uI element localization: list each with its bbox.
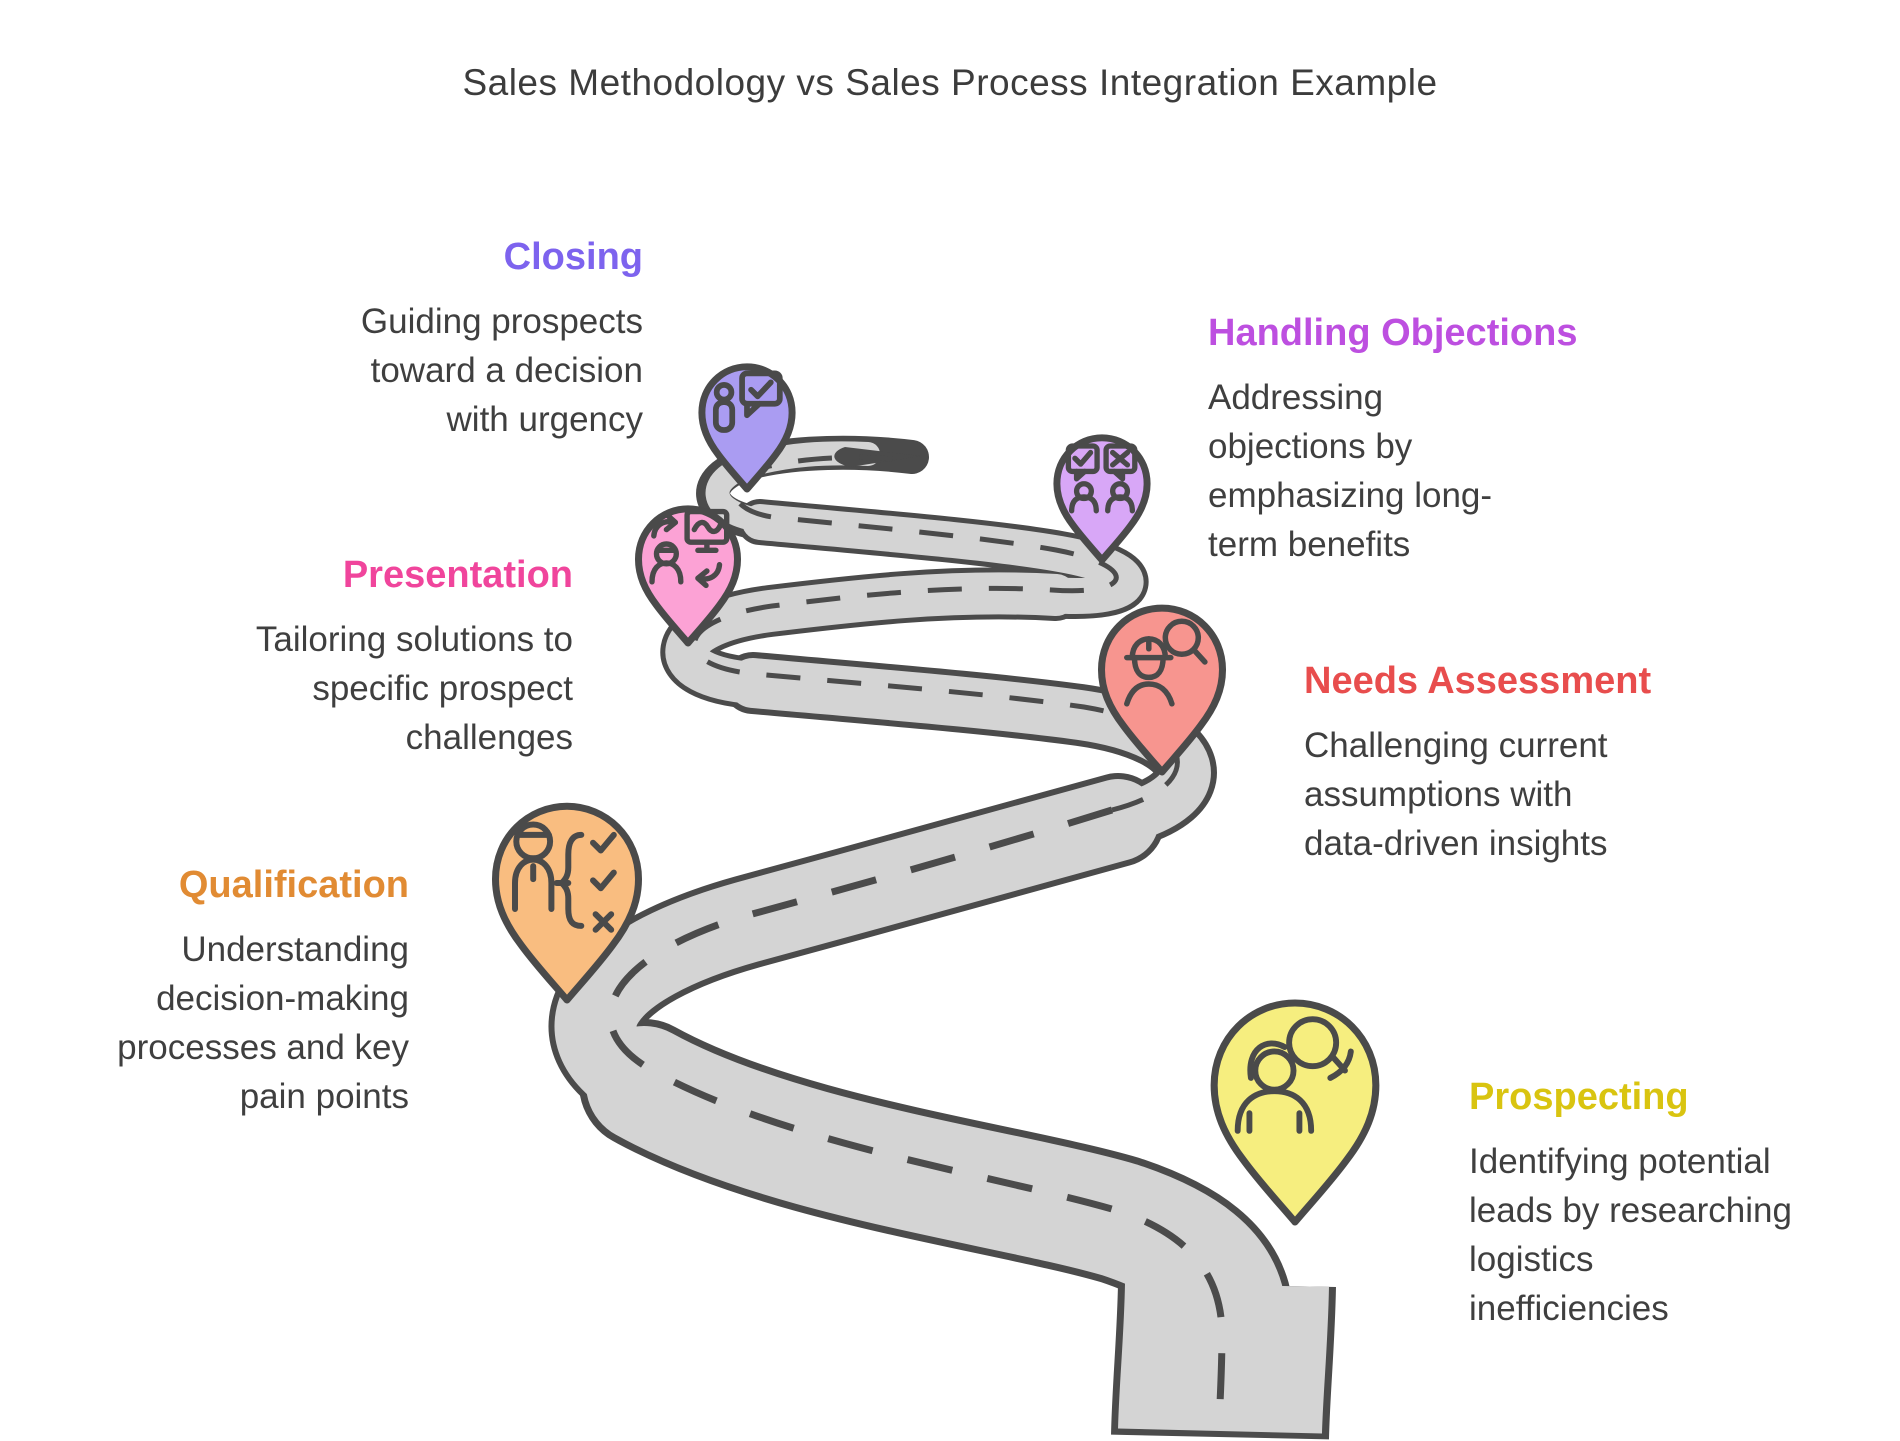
two-people-magnifier-icon (1234, 1016, 1354, 1134)
stage-qualification-heading: Qualification (178, 864, 409, 906)
stage-needs-assessment-description: Challenging current assumptions with dat… (1304, 726, 1608, 863)
person-monitor-sync-arrows-icon (649, 508, 730, 589)
person-speech-bubble-check-icon (712, 370, 783, 433)
closing-pin (698, 363, 796, 493)
stage-needs-assessment: Needs Assessment Challenging current ass… (1304, 658, 1651, 868)
two-people-check-x-bubbles-icon (1065, 443, 1138, 514)
engineer-magnifier-icon (1124, 618, 1208, 707)
stage-closing: Closing Guiding prospects toward a decis… (361, 234, 643, 444)
stage-presentation: Presentation Tailoring solutions to spec… (256, 552, 573, 762)
stage-handling-objections-heading: Handling Objections (1208, 312, 1578, 354)
presentation-pin (634, 505, 742, 647)
stage-qualification-description: Understanding decision-making processes … (117, 930, 409, 1116)
page-title: Sales Methodology vs Sales Process Integ… (462, 62, 1438, 103)
stage-prospecting: Prospecting Identifying potential leads … (1469, 1074, 1792, 1333)
prospecting-pin (1210, 999, 1380, 1226)
stage-prospecting-description: Identifying potential leads by researchi… (1469, 1142, 1792, 1328)
stage-presentation-description: Tailoring solutions to specific prospect… (255, 620, 573, 757)
person-checklist-icon (512, 821, 617, 933)
stage-needs-assessment-heading: Needs Assessment (1304, 660, 1652, 702)
stage-closing-description: Guiding prospects toward a decision with… (360, 302, 643, 439)
qualification-pin (491, 802, 643, 1004)
stage-presentation-heading: Presentation (342, 554, 573, 596)
stage-qualification: Qualification Understanding decision-mak… (117, 862, 409, 1121)
stage-handling-objections: Handling Objections Addressing objection… (1208, 310, 1577, 569)
stage-closing-heading: Closing (503, 236, 643, 278)
handling-objections-pin (1053, 434, 1151, 564)
road-center-dashes (607, 454, 1226, 1429)
stage-handling-objections-description: Addressing objections by emphasizing lon… (1208, 378, 1493, 564)
stage-prospecting-heading: Prospecting (1469, 1076, 1689, 1118)
needs-assessment-pin (1097, 604, 1227, 776)
